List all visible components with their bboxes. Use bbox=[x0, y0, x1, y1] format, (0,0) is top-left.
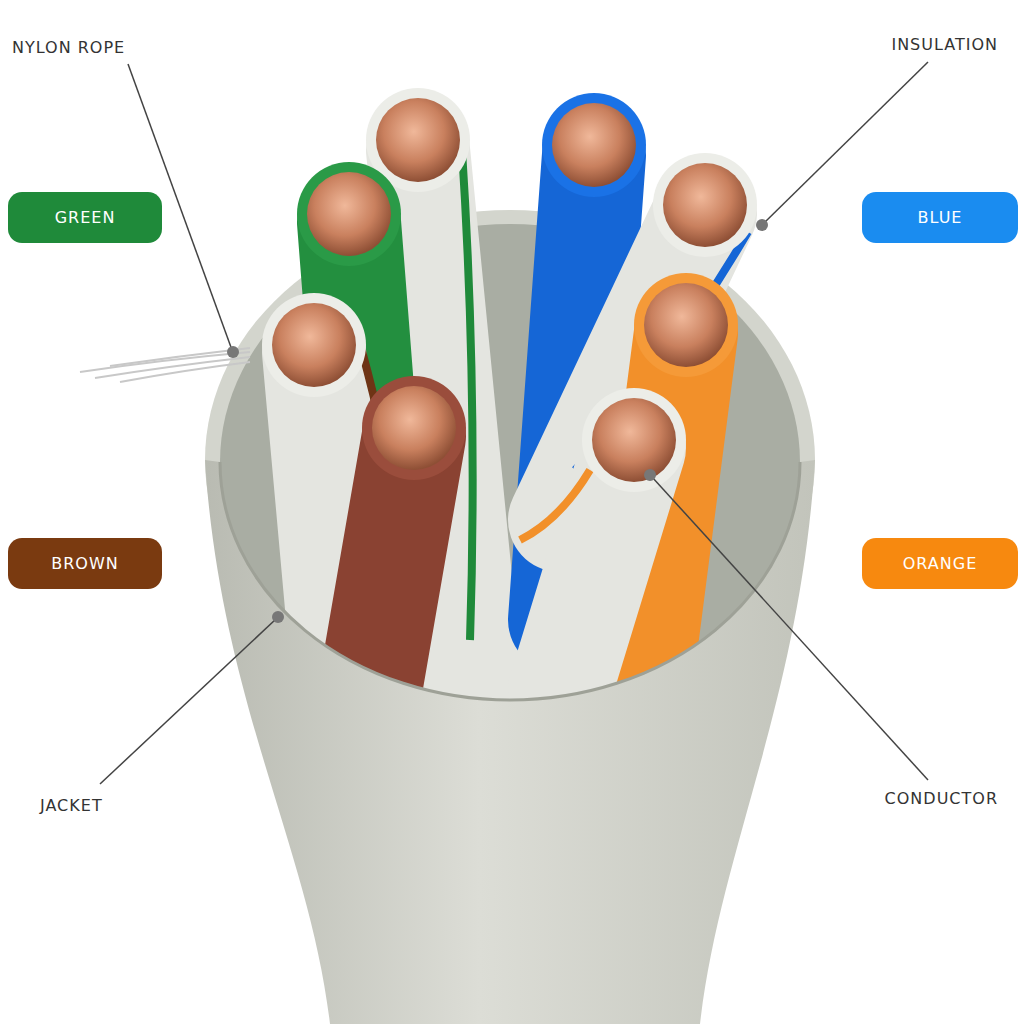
part-label: CONDUCTOR bbox=[883, 789, 1000, 808]
jacket-front bbox=[205, 460, 815, 1024]
color-name: ORANGE bbox=[903, 554, 977, 573]
leader-lines bbox=[100, 62, 928, 784]
color-name: GREEN bbox=[55, 208, 116, 227]
part-label: INSULATION bbox=[889, 35, 1000, 54]
nylon-fibres bbox=[80, 348, 250, 382]
part-label: JACKET bbox=[38, 796, 105, 815]
color-pill: BLUE bbox=[862, 192, 1018, 243]
part-label: NYLON ROPE bbox=[10, 38, 127, 57]
wire-ends bbox=[262, 88, 757, 492]
jacket-lip bbox=[220, 462, 800, 700]
color-pill: BROWN bbox=[8, 538, 162, 589]
color-name: BROWN bbox=[51, 554, 118, 573]
color-pill: ORANGE bbox=[862, 538, 1018, 589]
color-pill: GREEN bbox=[8, 192, 162, 243]
color-name: BLUE bbox=[918, 208, 963, 227]
